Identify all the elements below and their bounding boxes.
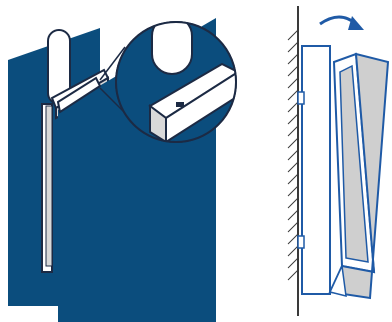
callout-line-upper: [99, 46, 126, 81]
bracket-clip-bottom: [297, 235, 305, 249]
wall-hatch: [287, 29, 299, 281]
tilting-panel: [328, 52, 390, 300]
curved-arrow-icon: [319, 15, 364, 30]
bracket-clip-top: [297, 91, 305, 105]
zoom-detail: [115, 21, 237, 143]
front-bracket: [56, 76, 102, 114]
wall-bracket: [301, 45, 331, 295]
side-view: [287, 6, 390, 316]
